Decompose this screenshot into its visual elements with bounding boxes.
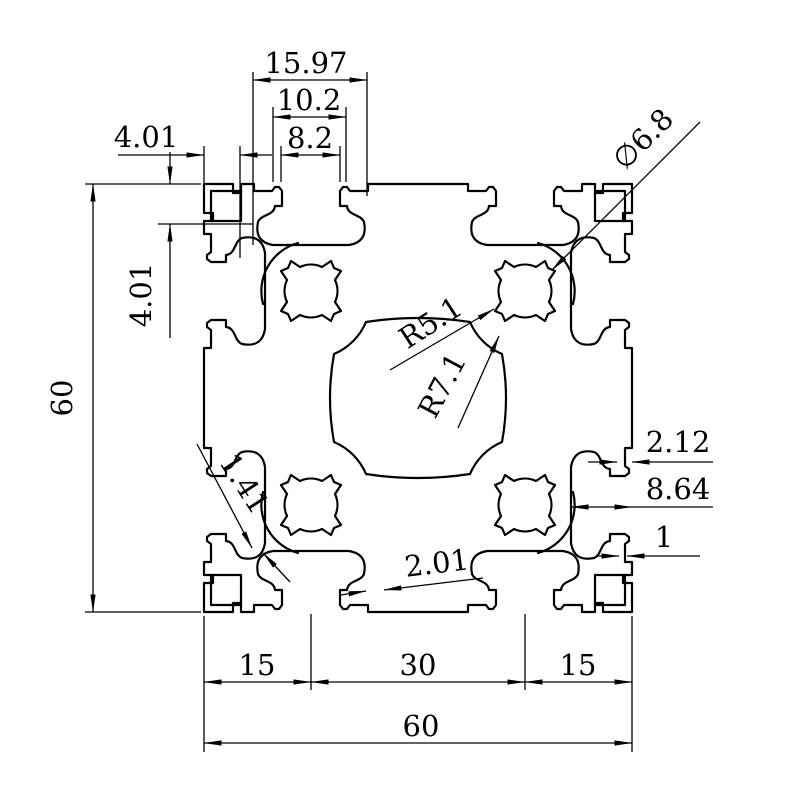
dim-label: 60 <box>403 709 440 743</box>
profile-outline <box>202 182 634 614</box>
dim-right-8-64: 8.64 <box>570 472 713 510</box>
dim-label: 15 <box>239 648 276 682</box>
dim-bottom-60: 60 <box>203 709 633 746</box>
dim-label: 10.2 <box>277 83 342 117</box>
dim-right-2-12: 2.12 <box>588 425 713 465</box>
screw-boss-hole <box>279 473 343 537</box>
corner-square-hole <box>209 189 243 223</box>
dim-bottom-15-30-15: 15 30 15 <box>203 614 633 752</box>
dim-right-1: 1 <box>596 520 700 559</box>
central-cavity <box>328 316 508 480</box>
dim-corner-4-01-horizontal: 4.01 <box>114 120 272 258</box>
dim-left-60: 60 <box>45 183 201 613</box>
boss-chamber-arc <box>260 490 300 555</box>
dim-label: 15 <box>560 648 597 682</box>
screw-boss-hole <box>493 473 557 537</box>
dim-top-15-97: 15.97 <box>252 46 368 245</box>
profile-side-top <box>202 182 634 247</box>
dim-label: 15.97 <box>264 46 347 80</box>
corner-square-hole <box>209 573 243 607</box>
dim-label: 8.2 <box>287 121 333 155</box>
dim-label: 4.01 <box>114 120 179 154</box>
dim-label: ∅6.8 <box>606 102 681 177</box>
dim-corner-4-01-vertical: 4.01 <box>124 152 253 338</box>
dim-label: 60 <box>45 380 79 417</box>
dim-label: 1 <box>655 520 673 554</box>
boss-chamber-arc <box>536 490 576 555</box>
boss-chamber-arc <box>536 241 576 306</box>
dim-label: 2.01 <box>403 542 471 584</box>
dim-web-2-01: 2.01 <box>340 542 484 597</box>
profile-side-bottom <box>202 549 634 614</box>
dim-label: R7.1 <box>411 347 473 423</box>
profile-side-left <box>202 182 267 614</box>
dim-label: 4.01 <box>124 263 158 328</box>
dim-top-8-2: 8.2 <box>280 121 341 182</box>
dim-label: 2.12 <box>646 425 711 459</box>
dim-label: 8.64 <box>646 472 711 506</box>
profile-side-right <box>569 182 634 614</box>
screw-boss-hole <box>493 259 557 323</box>
corner-square-hole <box>593 189 627 223</box>
dim-label: 1.41 <box>213 447 277 520</box>
dim-top-10-2: 10.2 <box>272 83 347 182</box>
screw-boss-hole <box>279 259 343 323</box>
dim-label: 30 <box>400 648 437 682</box>
corner-square-hole <box>593 573 627 607</box>
boss-chamber-arc <box>260 241 300 306</box>
